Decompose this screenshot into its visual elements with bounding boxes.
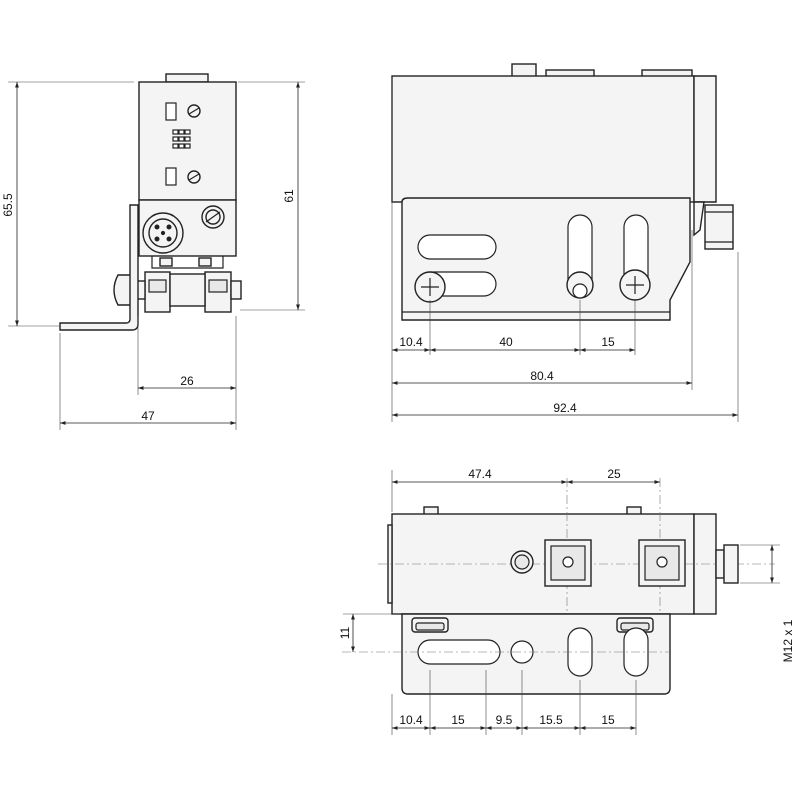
clamp-bridge: [169, 273, 206, 307]
dim-top-center1: 47.4: [468, 467, 492, 481]
clamp-frame: [151, 256, 224, 269]
slot-horizontal-top: [417, 234, 497, 260]
adjust-screw-bottom: [187, 170, 201, 184]
dim-front-edge: 10.4: [399, 335, 423, 349]
dim-width-inner: 26: [180, 374, 194, 388]
hex-nut-icon: [566, 271, 594, 299]
dim-bracket-2: 9.5: [496, 713, 513, 727]
dim-height-outer: 65.5: [1, 193, 15, 217]
led-window-bottom: [165, 167, 177, 186]
side-view: [59, 73, 242, 331]
clamp-block-left: [144, 271, 171, 313]
front-body: [391, 75, 695, 203]
dim-bracket-edge: 10.4: [399, 713, 423, 727]
square-insert-1: [544, 539, 592, 587]
clamp-tab-right: [198, 257, 212, 267]
dim-thread: M12 x 1: [781, 619, 795, 662]
dim-width-outer: 47: [141, 409, 155, 423]
bracket-screw-left: [411, 617, 449, 633]
mounting-bracket-side: [59, 204, 139, 331]
locking-screw-icon: [201, 205, 225, 229]
top-view-dimensions: [343, 470, 780, 735]
side-view-dimensions: [8, 81, 305, 430]
bracket-screw-right: [616, 617, 654, 633]
dim-front-pitch: 15: [601, 335, 615, 349]
top-view-bracket: [401, 613, 671, 695]
adjust-screw-top: [187, 104, 201, 118]
phillips-screw-right-icon: [619, 269, 651, 301]
dim-front-body: 80.4: [530, 369, 554, 383]
dim-height-inner: 61: [282, 189, 296, 203]
front-connector: [704, 204, 734, 250]
dim-top-offset: 11: [338, 626, 352, 639]
dim-top-center2: 25: [607, 467, 621, 481]
dim-bracket-1: 15: [451, 713, 465, 727]
dip-switch-icon: [172, 129, 191, 149]
top-view: [342, 478, 775, 695]
front-view: [391, 63, 734, 321]
square-insert-2: [638, 539, 686, 587]
m12-connector-icon: [142, 212, 184, 254]
clamp-block-right: [204, 271, 232, 313]
clamp-nut-right: [230, 280, 242, 300]
dim-bracket-4: 15: [601, 713, 615, 727]
dim-bracket-3: 15.5: [539, 713, 563, 727]
front-right-cover: [693, 75, 717, 203]
top-view-connector: [715, 544, 739, 584]
dim-front-slots: 40: [499, 335, 513, 349]
mounting-hole-icon: [510, 550, 534, 574]
clamp-tab-left: [159, 257, 173, 267]
top-cap: [165, 73, 209, 83]
phillips-screw-left-icon: [414, 271, 446, 303]
dim-front-total: 92.4: [553, 401, 577, 415]
cable-gland: [693, 201, 705, 237]
led-window-top: [165, 102, 177, 121]
front-view-dimensions: [391, 78, 739, 422]
